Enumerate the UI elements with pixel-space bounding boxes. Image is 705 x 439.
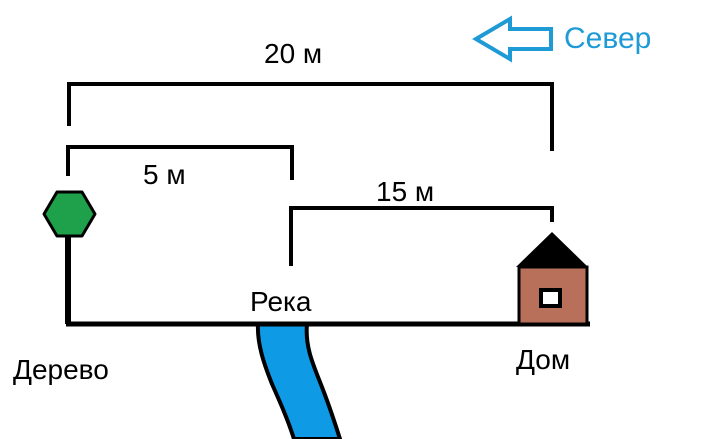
north-label: Север — [564, 22, 651, 55]
bracket-20m — [67, 82, 554, 151]
house-window — [539, 288, 562, 308]
house-label: Дом — [516, 344, 570, 375]
tree-label: Дерево — [13, 354, 109, 385]
bracket-15m — [289, 206, 554, 266]
north-arrow-icon — [472, 15, 553, 63]
label-5m: 5 м — [143, 159, 186, 190]
bracket-5m — [66, 145, 294, 180]
label-20m: 20 м — [264, 38, 322, 69]
house-icon — [516, 232, 589, 326]
tree-icon — [42, 190, 97, 324]
label-15m: 15 м — [376, 176, 434, 207]
north-arrow-shape — [472, 15, 553, 63]
river-icon — [255, 322, 342, 439]
tree-crown — [42, 190, 97, 238]
river-label: Река — [250, 286, 312, 317]
house-roof — [516, 232, 588, 267]
